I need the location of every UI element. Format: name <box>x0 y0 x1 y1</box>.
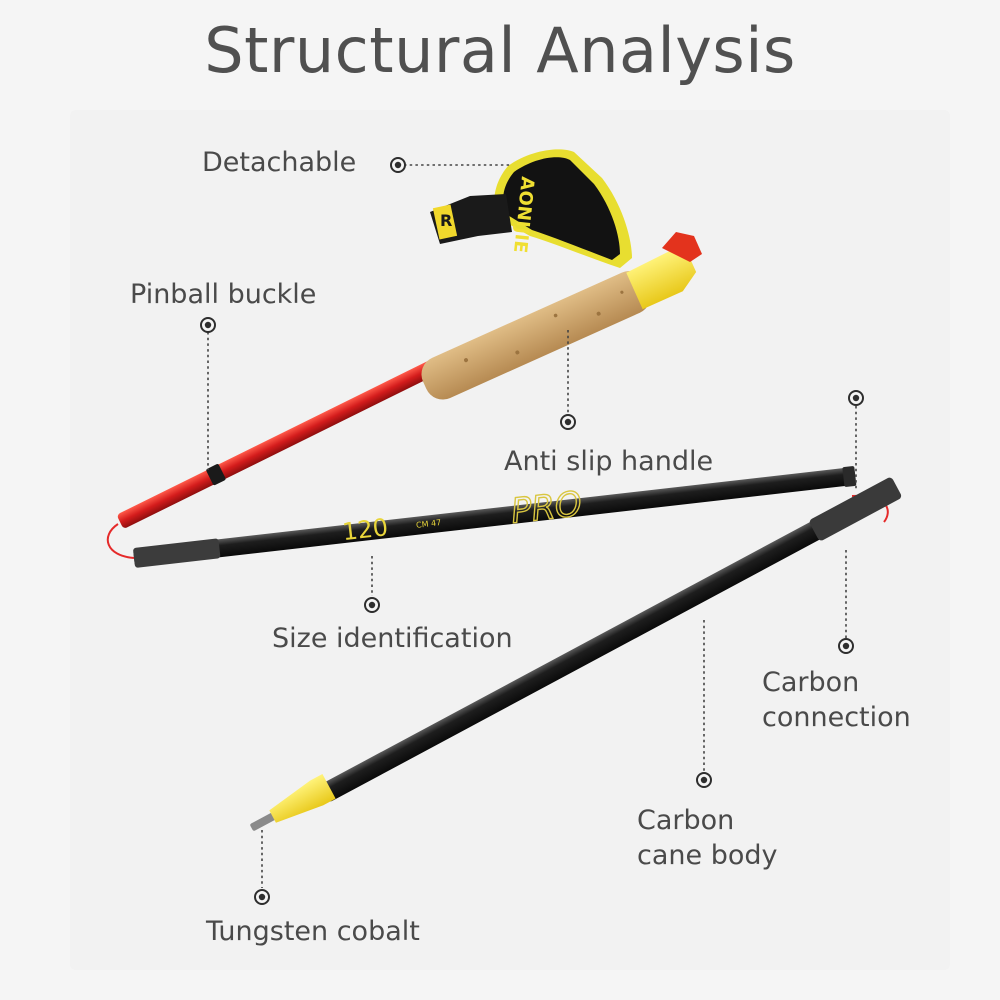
label-carbon-connection: Carbon connection <box>762 665 911 735</box>
callout-dot-icon <box>390 157 406 173</box>
callout-dots <box>200 157 864 905</box>
label-pinball-buckle: Pinball buckle <box>130 279 317 310</box>
strap-icon: R AONIJIE <box>430 149 632 268</box>
callout-dot-icon <box>838 638 854 654</box>
anti-slip-handle <box>421 251 697 400</box>
callout-dot-icon <box>696 772 712 788</box>
size-unit: CM 47 <box>416 518 442 530</box>
tip-assembly <box>250 773 336 831</box>
tungsten-tip <box>250 812 276 831</box>
yellow-ferrule <box>269 773 336 823</box>
callout-dot-icon <box>254 889 270 905</box>
label-carbon-cane-body-line1: Carbon <box>637 805 735 836</box>
callout-lines <box>207 164 857 888</box>
callout-dot-icon <box>560 414 576 430</box>
red-upper-section <box>117 356 445 528</box>
label-carbon-connection-line2: connection <box>762 702 911 733</box>
callout-dot-icon <box>848 390 864 406</box>
label-carbon-cane-body: Carbon cane body <box>637 803 777 873</box>
label-detachable: Detachable <box>202 147 357 178</box>
label-carbon-cane-body-line2: cane body <box>637 840 778 871</box>
middle-carbon-section: 120 CM 47 PRO <box>133 466 857 568</box>
label-anti-slip-handle: Anti slip handle <box>504 446 714 477</box>
callout-dot-icon <box>200 317 216 333</box>
size-number: 120 <box>341 513 390 546</box>
cord-icon <box>106 523 135 559</box>
strap-badge: R <box>440 211 452 230</box>
red-clip <box>662 232 702 262</box>
callout-dot-icon <box>364 597 380 613</box>
lower-carbon-section <box>320 477 902 802</box>
shaft-print: PRO <box>509 484 584 532</box>
carbon-connection-part <box>809 477 902 541</box>
page-title: Structural Analysis <box>204 14 796 87</box>
label-size-identification: Size identification <box>272 623 513 654</box>
pinball-buckle-part <box>206 464 226 486</box>
label-tungsten-cobalt: Tungsten cobalt <box>206 916 420 947</box>
label-carbon-connection-line1: Carbon <box>762 667 860 698</box>
